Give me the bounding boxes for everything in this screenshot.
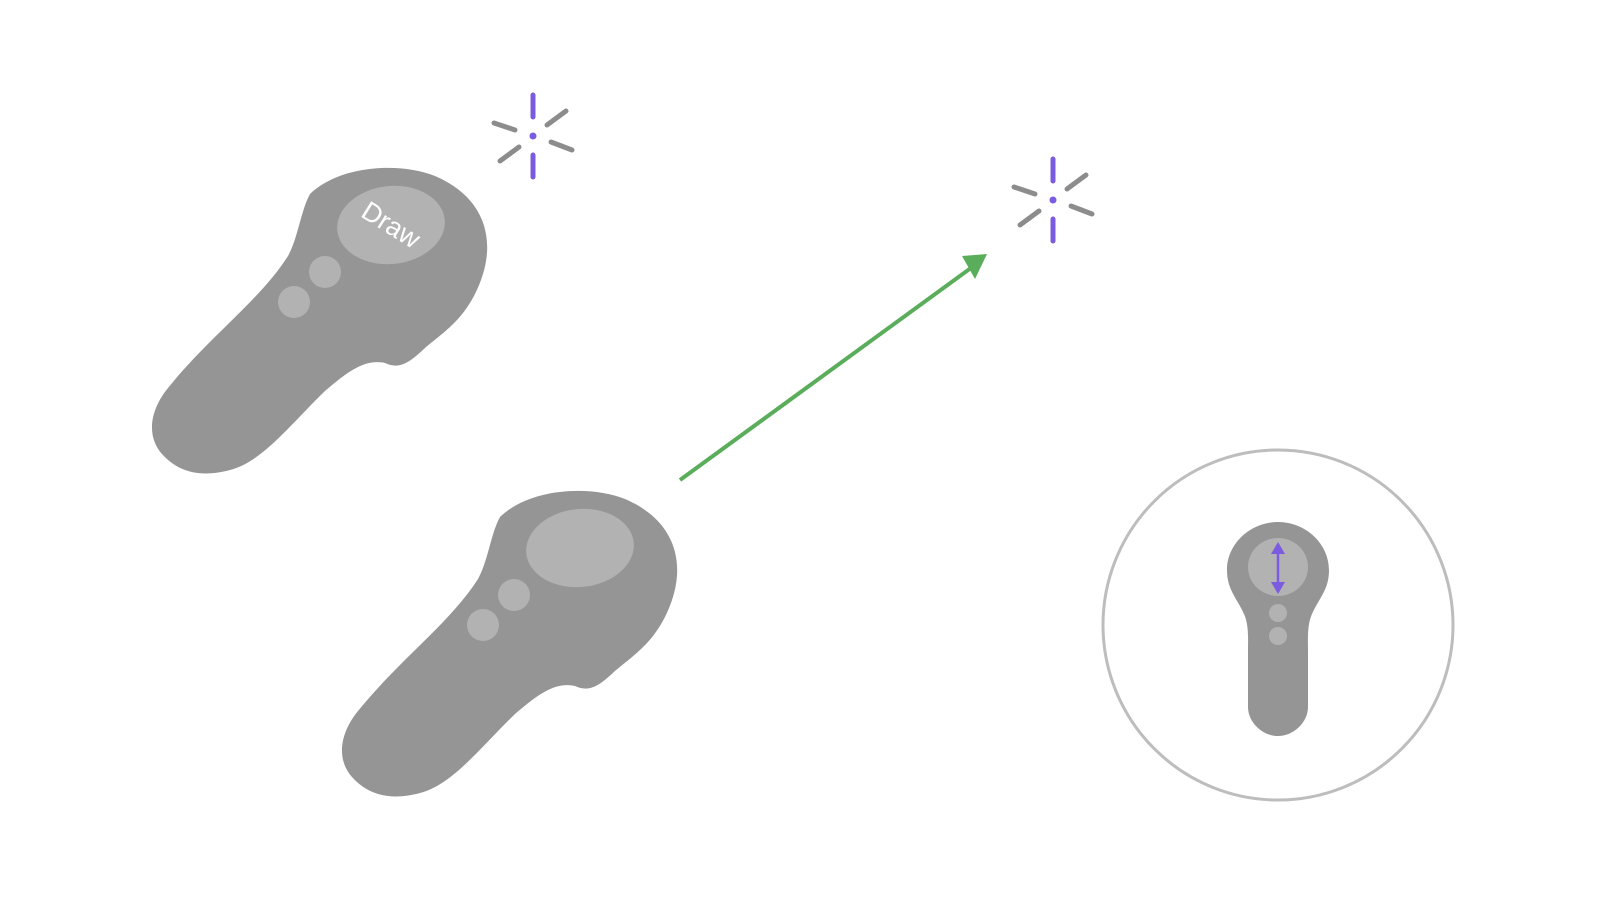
touchpad [337, 185, 445, 265]
button-lower [467, 609, 499, 641]
vertical-double-arrow-icon [1271, 542, 1285, 594]
button-upper [309, 256, 341, 288]
sparkle-icon [1011, 156, 1095, 244]
sparkle-icon [491, 92, 575, 180]
inset-top-view [1101, 448, 1455, 802]
button-upper [1269, 604, 1287, 622]
inset-circle [1101, 448, 1455, 802]
arrow-icon [678, 254, 987, 482]
button-lower [1269, 627, 1287, 645]
button-lower [278, 286, 310, 318]
controller-top-left: Draw [151, 167, 488, 474]
button-upper [498, 579, 530, 611]
controller-bottom [341, 490, 678, 797]
touchpad [526, 508, 634, 588]
